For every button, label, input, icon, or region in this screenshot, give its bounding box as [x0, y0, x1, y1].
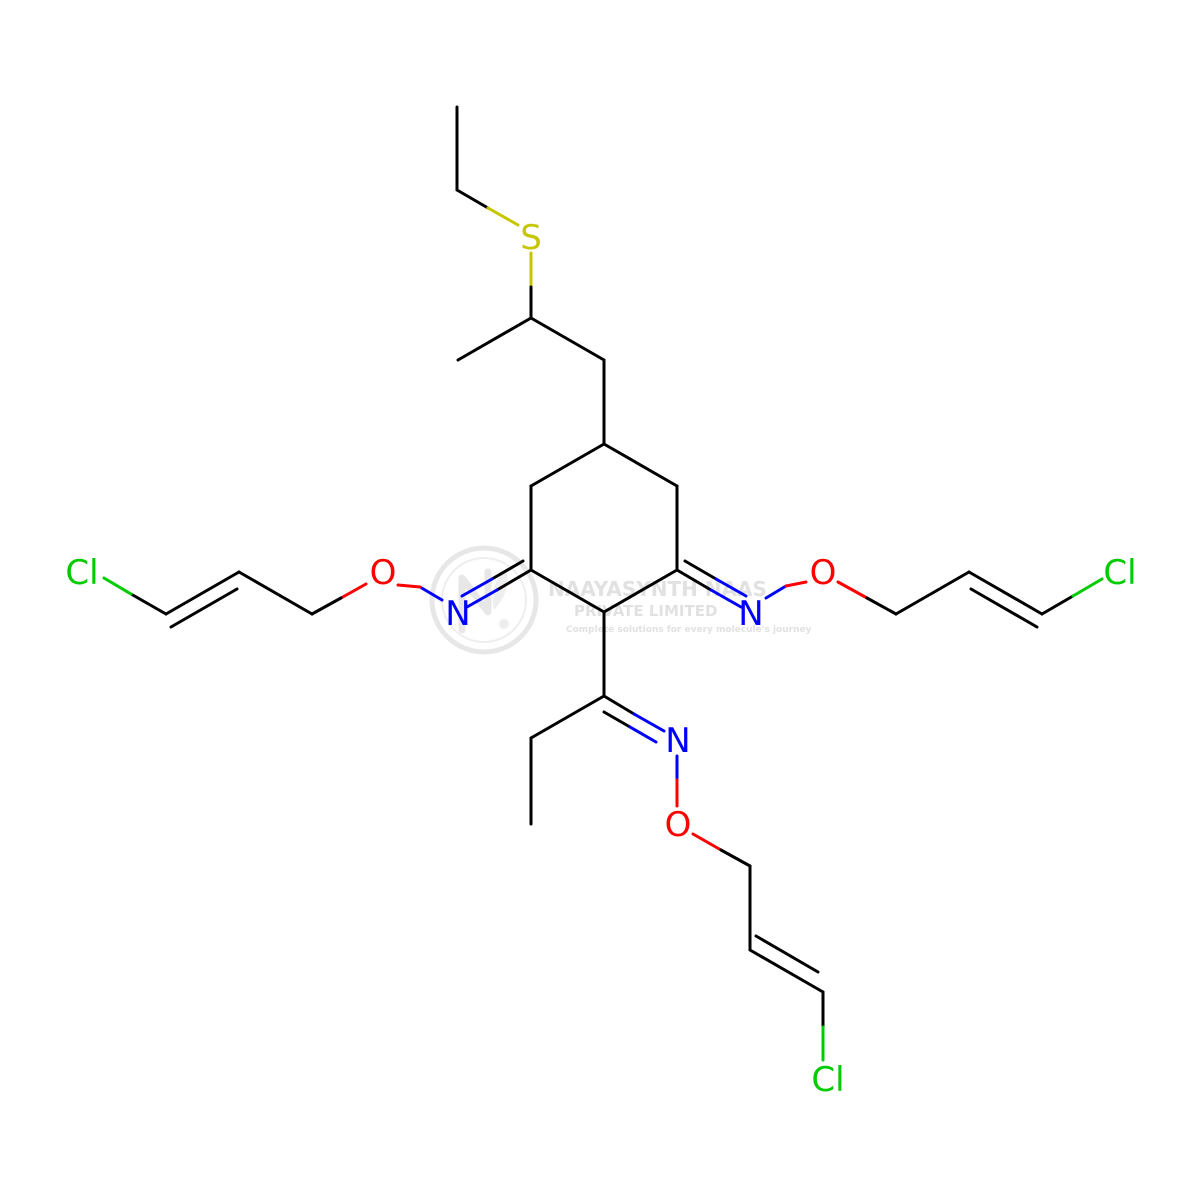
bond — [683, 559, 718, 581]
bond — [310, 596, 343, 616]
bond — [602, 710, 632, 729]
atom-nitrogen-bottom: N — [665, 721, 690, 761]
bond — [764, 584, 788, 600]
bonds — [102, 105, 1104, 1062]
atom-labels: S O N Cl O N Cl N O Cl — [65, 218, 1136, 1100]
atom-nitrogen-right: N — [738, 594, 763, 634]
bond — [719, 848, 752, 868]
bond — [709, 588, 743, 609]
bond — [632, 712, 666, 733]
atom-chlorine-left: Cl — [65, 553, 98, 593]
watermark-line-3: Complete solutions for every molecule's … — [566, 625, 812, 635]
bond — [455, 188, 490, 210]
bond — [418, 585, 444, 602]
bond — [691, 832, 723, 852]
bond — [894, 570, 971, 616]
atom-chlorine-right: Cl — [1103, 553, 1136, 593]
bond — [529, 316, 606, 362]
bond — [529, 442, 606, 488]
atom-nitrogen-left: N — [445, 594, 470, 634]
bond — [602, 568, 679, 614]
bond — [628, 725, 658, 744]
bond — [602, 442, 679, 488]
bond — [237, 570, 314, 616]
bond — [865, 596, 898, 616]
bond — [396, 583, 422, 589]
molecule-leaf-logo-icon — [429, 545, 539, 655]
bond — [784, 580, 808, 588]
atom-oxygen-bottom: O — [665, 805, 692, 845]
watermark-line-2: PRIVATE LIMITED — [574, 602, 717, 620]
bond — [836, 580, 869, 600]
bond — [675, 568, 713, 592]
bond — [754, 934, 820, 974]
bond — [602, 694, 636, 716]
bond — [486, 206, 520, 227]
watermark: NAAYASYNTH NAAS PRIVATE LIMITED Complete… — [429, 545, 812, 655]
bond — [339, 582, 368, 600]
bond — [129, 592, 168, 616]
bond — [164, 570, 241, 616]
bond — [169, 587, 239, 629]
bond — [714, 577, 748, 598]
bond — [748, 948, 825, 994]
atom-oxygen-right: O — [810, 553, 837, 593]
atom-oxygen-left: O — [370, 553, 397, 593]
bond — [460, 577, 494, 598]
bond — [529, 694, 606, 740]
bond — [1040, 594, 1075, 616]
bond — [102, 576, 133, 596]
bond — [495, 568, 533, 592]
bond — [969, 587, 1039, 629]
bond — [529, 568, 606, 614]
bond — [1071, 577, 1104, 598]
bond — [967, 570, 1044, 616]
atom-chlorine-bottom: Cl — [811, 1060, 844, 1100]
bond — [490, 559, 525, 581]
atom-sulfur: S — [520, 218, 542, 258]
bond — [456, 316, 533, 362]
bond — [465, 588, 499, 609]
